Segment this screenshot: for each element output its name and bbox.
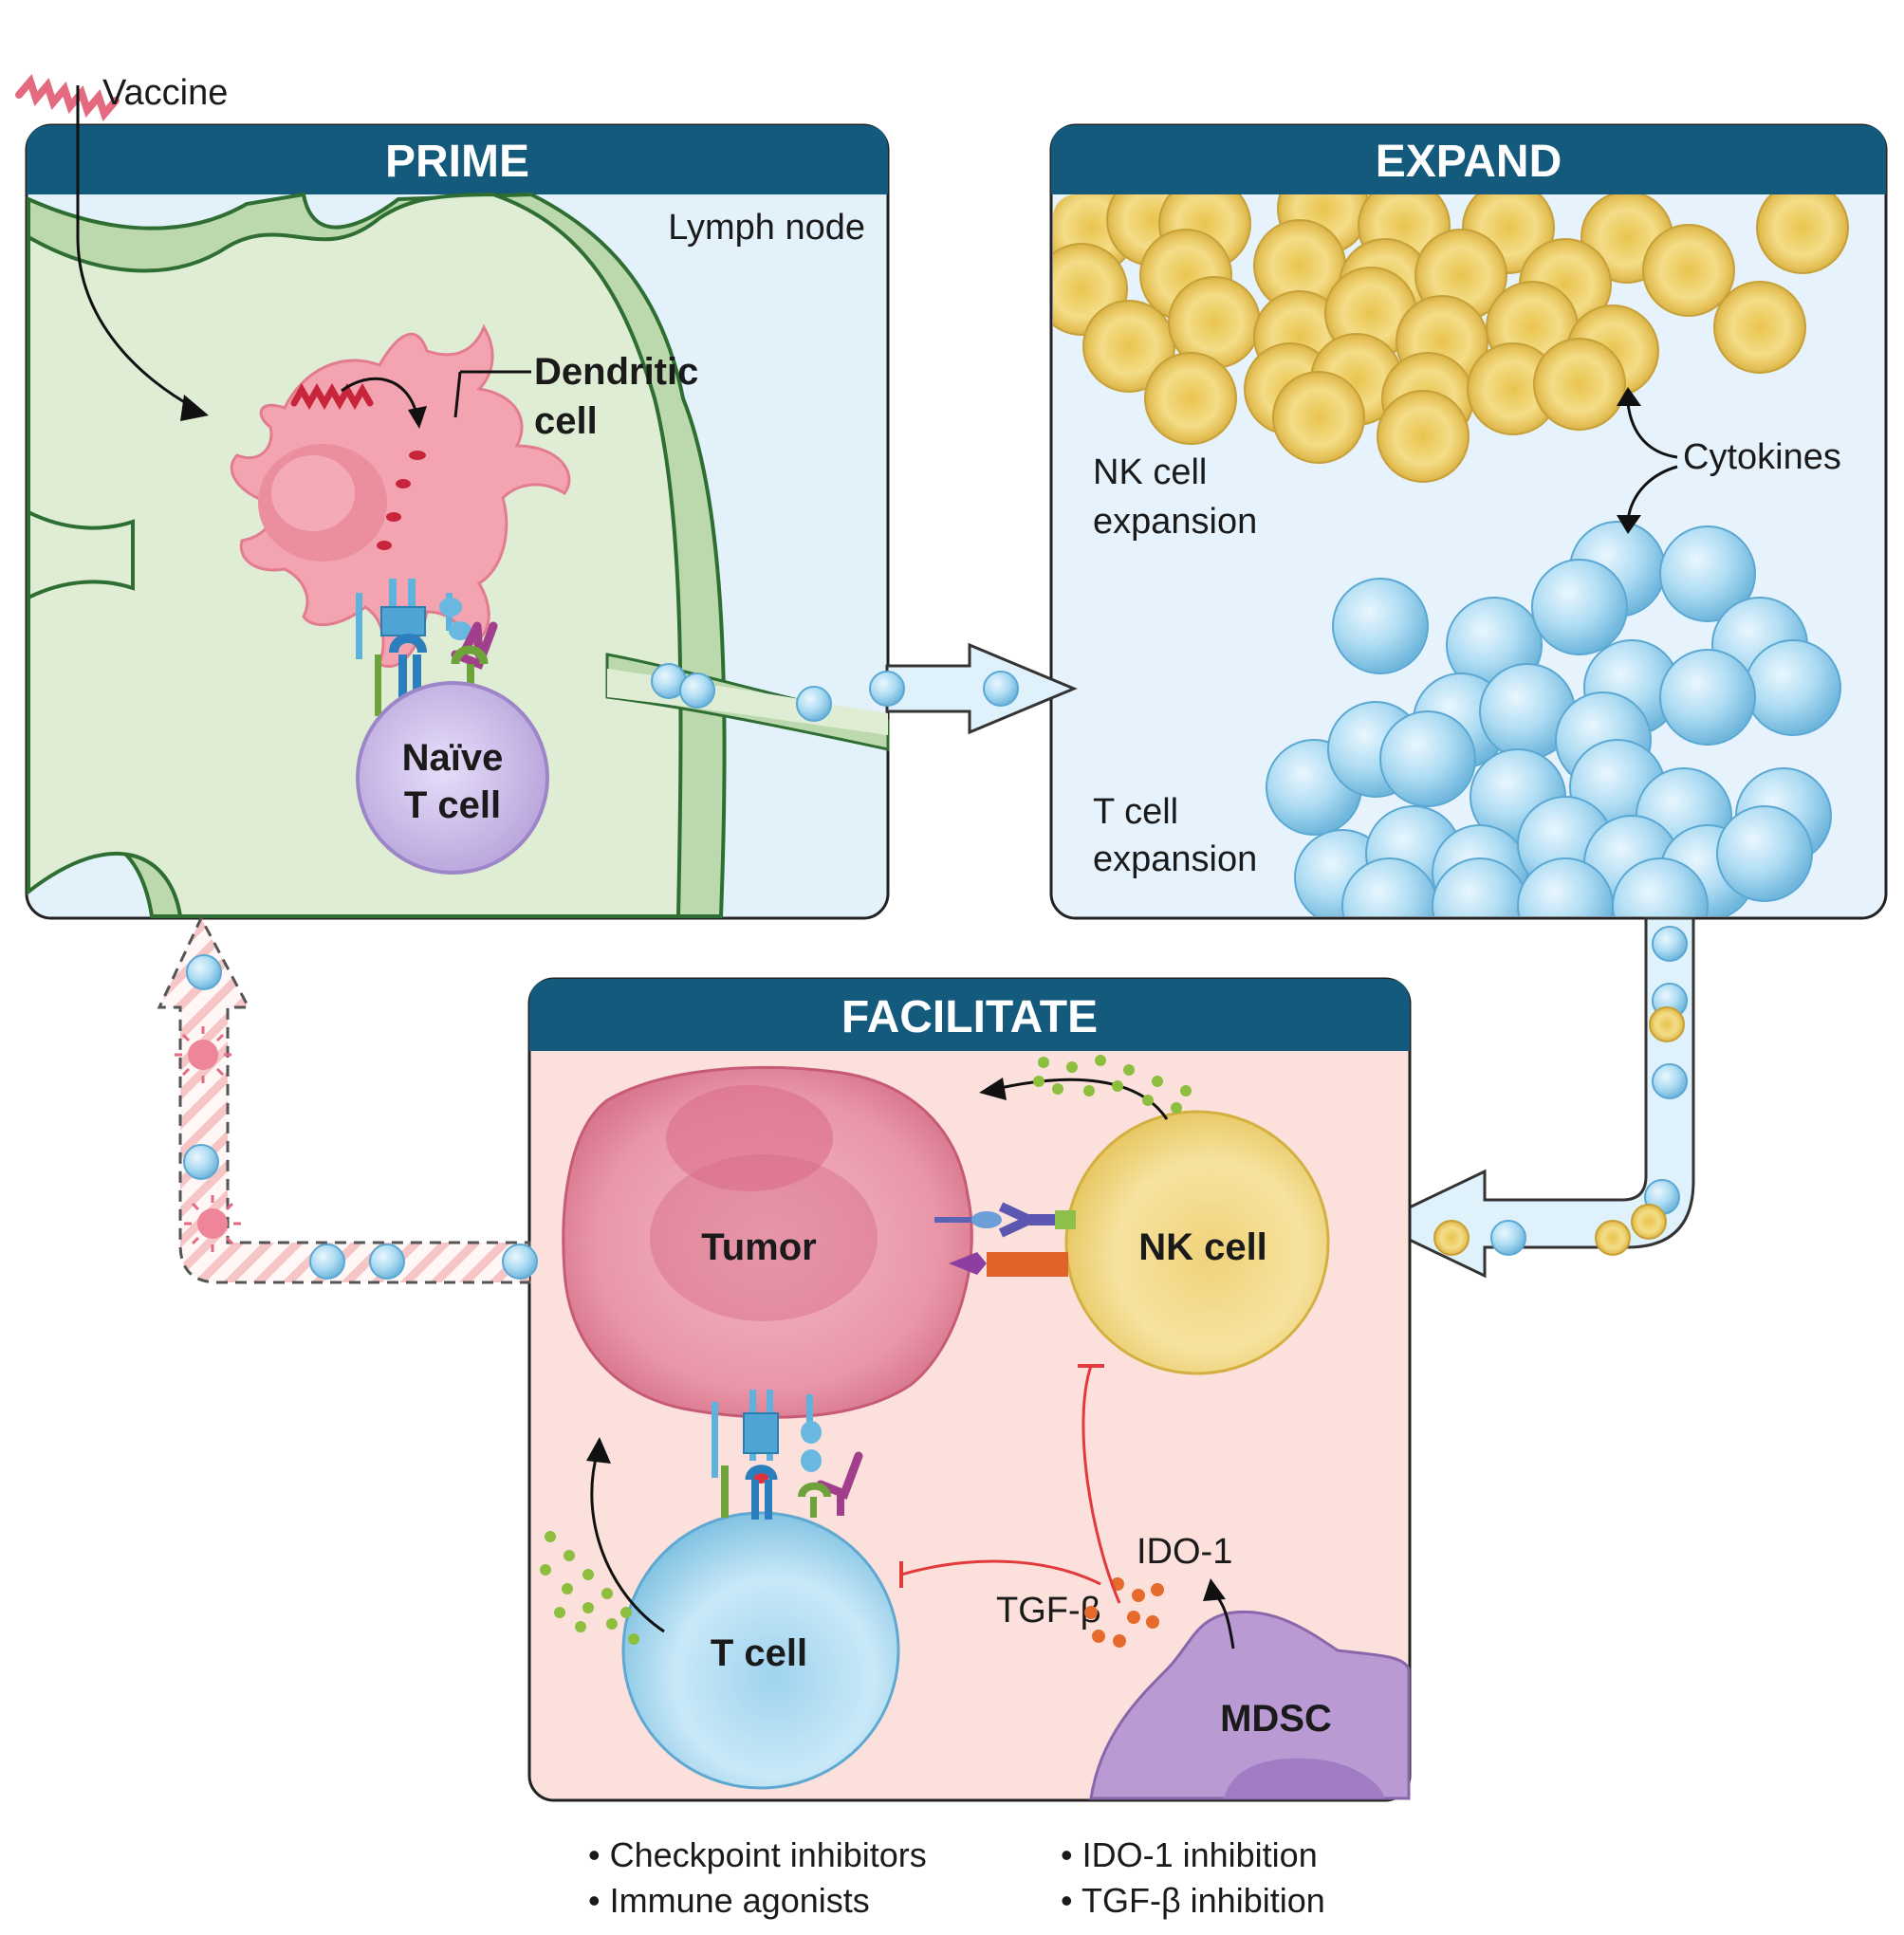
tumor-t-receptors (712, 1390, 863, 1520)
migrating-cells (1433, 926, 1688, 1256)
vaccine: Vaccine (15, 73, 228, 421)
prime-to-expand-arrow (869, 642, 1078, 735)
dying-tumor-cell-icon (175, 1026, 231, 1083)
t-cell-cluster (1266, 521, 1841, 916)
nk-cell-icon (1649, 1006, 1685, 1042)
expand-panel: EXPAND NK cell expansion T cell expansio… (1049, 123, 1888, 920)
naive-t-cell-label-line1: Naïve (402, 737, 504, 779)
tumor: Tumor (562, 1065, 973, 1419)
expand-to-facilitate-tube (1372, 916, 1695, 1279)
facilitate-panel-title: FACILITATE (841, 992, 1098, 1042)
nk-cell-icon (1377, 390, 1470, 483)
t-cell-icon (1745, 639, 1841, 736)
t-expansion-label-line1: T cell (1093, 792, 1178, 832)
lymph-node-label: Lymph node (668, 208, 865, 248)
nk-expansion-label-line2: expansion (1093, 502, 1257, 542)
tumor-nk-receptors (934, 1202, 1076, 1277)
t-cell-icon (1379, 710, 1476, 807)
t-cell-icon (1659, 649, 1756, 746)
exiting-t-cells (651, 663, 832, 722)
expand-panel-title: EXPAND (1376, 137, 1562, 187)
facilitate-panel: FACILITATE MDSC Tumor NK cell T cell (527, 977, 1412, 1802)
t-expansion-label-line2: expansion (1093, 839, 1257, 879)
tgfb-label: TGF-β (996, 1591, 1101, 1631)
nk-cytokine-release (979, 1055, 1192, 1120)
mdsc: MDSC (1089, 1610, 1411, 1800)
t-cell-icon (1659, 525, 1756, 622)
naive-t-cell-label-line2: T cell (404, 784, 501, 826)
t-cell-icon (1517, 857, 1614, 916)
facilitate-to-prime-return-arrow (157, 914, 538, 1284)
bullet-ido1-inhibition: • IDO-1 inhibition (1061, 1835, 1318, 1874)
nk-cell-icon (1533, 338, 1626, 431)
t-cell-icon (1531, 559, 1628, 655)
tumor-label: Tumor (701, 1226, 816, 1268)
nk-cell-icon (1595, 1220, 1631, 1256)
dendritic-cell-label-line1: Dendritic (534, 351, 698, 393)
prime-panel: Naïve T cell PRIME Lymph node Dendritic … (25, 123, 890, 920)
t-cell: T cell (621, 1511, 900, 1790)
therapy-bullets: • Checkpoint inhibitors • Immune agonist… (588, 1835, 1325, 1920)
t-cell-icon (1332, 578, 1429, 674)
nk-cell-icon (1272, 371, 1365, 464)
bullet-checkpoint-inhibitors: • Checkpoint inhibitors (588, 1835, 927, 1874)
dendritic-cell-label-line2: cell (534, 400, 598, 442)
t-cell-icon (1716, 805, 1813, 902)
dying-tumor-cell-icon (184, 1195, 241, 1252)
bullet-immune-agonists: • Immune agonists (588, 1881, 870, 1920)
vaccine-label: Vaccine (102, 73, 228, 113)
nk-cell-icon (1433, 1220, 1470, 1256)
t-cytokine-release (540, 1437, 665, 1645)
t-cell-icon (1612, 857, 1709, 916)
nk-cell-icon (1713, 281, 1806, 374)
t-cell-icon (1652, 1063, 1688, 1099)
mdsc-suppression: IDO-1 TGF-β (899, 1364, 1235, 1649)
nk-cell-icon (1631, 1204, 1667, 1240)
dendritic-cell (230, 323, 571, 668)
prime-panel-title: PRIME (385, 137, 529, 187)
nk-cell-icon (1642, 224, 1735, 317)
t-cell-icon (1341, 857, 1438, 916)
cytokine-arrows (1626, 402, 1678, 521)
t-cell-label: T cell (711, 1632, 807, 1674)
bullet-tgfb-inhibition: • TGF-β inhibition (1061, 1881, 1325, 1920)
cytokines-label: Cytokines (1683, 437, 1841, 477)
nk-cell-icon (1144, 352, 1237, 445)
nk-cell-label: NK cell (1138, 1226, 1267, 1268)
nk-expansion-label-line1: NK cell (1093, 452, 1207, 492)
nk-cell-icon (1756, 194, 1849, 274)
mdsc-label: MDSC (1220, 1698, 1332, 1740)
t-cell-icon (1432, 857, 1528, 916)
nk-cell-cluster (1053, 194, 1849, 483)
t-cell-icon (1490, 1220, 1526, 1256)
naive-t-cell: Naïve T cell (356, 681, 549, 875)
nk-cell: NK cell (1064, 1110, 1330, 1375)
ido1-label: IDO-1 (1137, 1532, 1232, 1572)
t-cell-icon (1652, 926, 1688, 962)
